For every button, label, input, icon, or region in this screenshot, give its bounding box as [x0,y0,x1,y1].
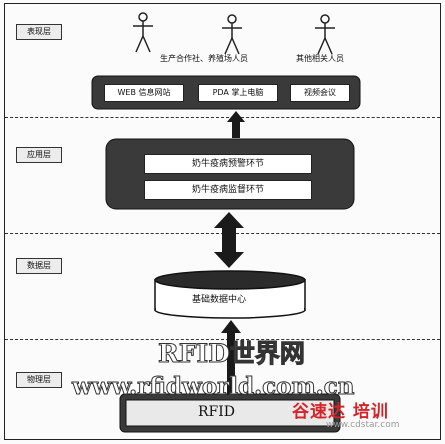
video-conference-box: 视频会议 [290,84,350,102]
person-icon [315,14,335,55]
actor-label-others: 其他相关人员 [296,54,344,63]
person-icon [133,12,153,53]
layer-label-physical: 物理层 [16,372,62,388]
database-icon [154,270,306,319]
layer-label-presentation: 表现层 [16,24,62,40]
physical-inner-panel [125,399,335,427]
double-arrow-icon [214,212,244,268]
web-site-box: WEB 信息网站 [104,84,184,102]
layer-label-application: 应用层 [16,147,62,163]
warning-stage-box: 奶牛疫病预警环节 [144,154,312,174]
watermark-text: RFID世界网 [158,339,306,369]
pda-box: PDA 掌上电脑 [198,84,278,102]
arrow-up-icon [227,111,245,138]
data-center-label: 基础数据中心 [192,295,247,305]
diagram-frame [4,3,441,440]
rfid-label: RFID [198,404,236,420]
layer-label-data: 数据层 [16,258,62,274]
person-icon [222,14,242,55]
brand-watermark: 谷速达 培训 [292,402,389,422]
actor-label-producers: 生产合作社、养殖场人员 [160,54,248,63]
layer-separator [5,117,440,118]
supervision-stage-box: 奶牛疫病监督环节 [144,180,312,200]
watermark-url: www.rfidworld.com.cn [72,373,356,401]
brand-watermark-url: www.cdstar.com [326,420,400,430]
arrow-up-icon [221,320,241,395]
layer-separator [5,339,440,340]
